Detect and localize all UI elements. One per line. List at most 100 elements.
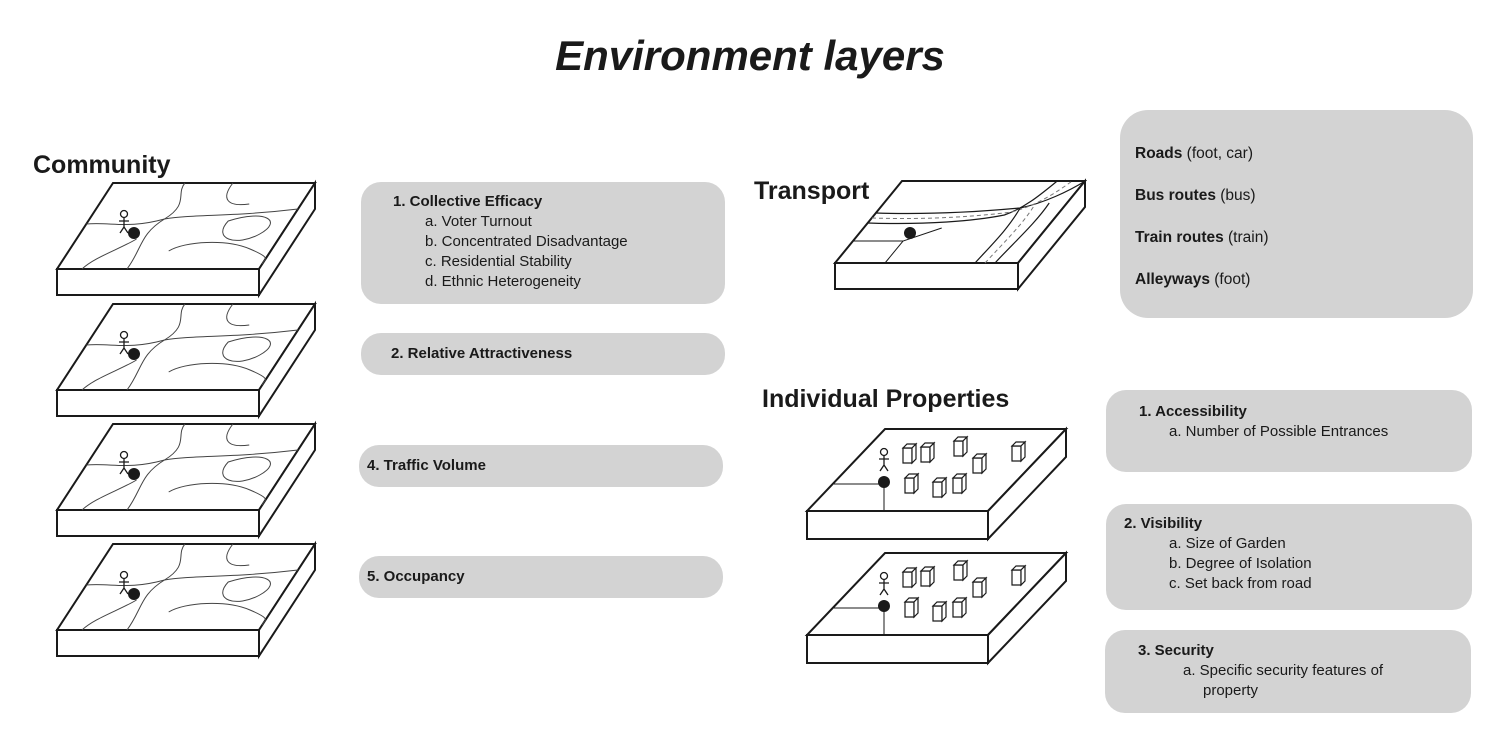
box-item: a. Size of Garden bbox=[1169, 535, 1286, 552]
boundary-line bbox=[164, 569, 299, 581]
road-centre-line bbox=[871, 180, 1073, 220]
building-icon bbox=[919, 441, 936, 464]
transport-box: Roads (foot, car) Bus routes (bus) Train… bbox=[1120, 110, 1473, 318]
individual-properties-heading: Individual Properties bbox=[762, 385, 1010, 413]
road-edge bbox=[867, 180, 1058, 225]
slab-front bbox=[806, 634, 989, 664]
road-edge bbox=[974, 207, 1021, 264]
boundary-line bbox=[164, 208, 299, 220]
boundary-line bbox=[81, 599, 137, 631]
slab-front bbox=[56, 509, 260, 537]
traffic-volume-box: 4. Traffic Volume bbox=[359, 445, 723, 487]
transport-heading: Transport bbox=[754, 177, 870, 205]
building-icon bbox=[951, 472, 968, 495]
building-icon bbox=[903, 596, 920, 619]
box-heading: 3. Security bbox=[1138, 642, 1214, 659]
box-heading: 5. Occupancy bbox=[367, 568, 465, 585]
boundary-line bbox=[86, 459, 165, 467]
boundary-line bbox=[226, 303, 250, 327]
building-icon bbox=[971, 452, 988, 475]
boundary-line bbox=[86, 218, 165, 226]
road-centre-line bbox=[984, 204, 1035, 264]
community-heading: Community bbox=[33, 151, 171, 179]
community-layer-slab bbox=[55, 179, 317, 299]
slab-side bbox=[258, 179, 316, 299]
box-heading: 2. Visibility bbox=[1124, 515, 1203, 532]
property-layer-slab bbox=[804, 426, 1069, 542]
box-heading: 4. Traffic Volume bbox=[367, 457, 486, 474]
location-dot bbox=[128, 588, 140, 600]
building-icon bbox=[951, 596, 968, 619]
slab-side bbox=[987, 426, 1067, 542]
slab-front bbox=[56, 268, 260, 296]
boundary-line bbox=[222, 215, 271, 241]
slab-front bbox=[834, 262, 1019, 290]
box-heading: 2. Relative Attractiveness bbox=[391, 345, 573, 362]
slab-side bbox=[258, 420, 316, 540]
property-layer-slab bbox=[804, 550, 1069, 666]
box-item: a. Specific security features of bbox=[1183, 662, 1384, 679]
boundary-line bbox=[222, 576, 271, 602]
person-icon bbox=[119, 209, 129, 234]
building-icon bbox=[919, 565, 936, 588]
community-layer-slab bbox=[55, 540, 317, 660]
box-item: d. Ethnic Heterogeneity bbox=[425, 273, 581, 290]
slab-side bbox=[258, 300, 316, 420]
boundary-line bbox=[81, 479, 137, 511]
slab-front bbox=[56, 629, 260, 657]
boundary-line bbox=[168, 483, 266, 506]
road-edge bbox=[875, 180, 1086, 215]
road-edge bbox=[994, 202, 1050, 264]
building-icon bbox=[1010, 440, 1027, 463]
box-item: c. Residential Stability bbox=[425, 253, 572, 270]
slab-front bbox=[806, 510, 989, 540]
collective-efficacy-box: 1. Collective Efficacy a. Voter Turnout … bbox=[361, 182, 725, 304]
person-icon bbox=[879, 447, 889, 472]
boundary-line bbox=[226, 543, 250, 567]
relative-attractiveness-box: 2. Relative Attractiveness bbox=[361, 333, 725, 375]
person-icon bbox=[119, 570, 129, 595]
boundary-line bbox=[168, 242, 266, 265]
location-dot bbox=[904, 227, 916, 239]
accessibility-box: 1. Accessibility a. Number of Possible E… bbox=[1106, 390, 1472, 472]
visibility-box: 2. Visibility a. Size of Garden b. Degre… bbox=[1106, 504, 1472, 610]
slab-side bbox=[1017, 178, 1086, 292]
boundary-line bbox=[226, 423, 250, 447]
person-icon bbox=[119, 330, 129, 355]
boundary-line bbox=[168, 603, 266, 626]
transport-item: Train routes (train) bbox=[1135, 229, 1269, 246]
building-icon bbox=[901, 442, 918, 465]
security-box: 3. Security a. Specific security feature… bbox=[1105, 630, 1471, 713]
box-heading: 1. Accessibility bbox=[1139, 403, 1247, 420]
transport-item: Alleyways (foot) bbox=[1135, 271, 1251, 288]
slab-side bbox=[987, 550, 1067, 666]
transport-layer-slab bbox=[832, 178, 1088, 292]
building-icon bbox=[952, 435, 969, 458]
building-icon bbox=[971, 576, 988, 599]
person-icon bbox=[879, 571, 889, 596]
person-icon bbox=[119, 450, 129, 475]
community-layer-slab bbox=[55, 300, 317, 420]
community-layer-slab bbox=[55, 420, 317, 540]
building-icon bbox=[931, 600, 948, 623]
box-heading: 1. Collective Efficacy bbox=[393, 193, 543, 210]
boundary-line bbox=[222, 336, 271, 362]
building-icon bbox=[952, 559, 969, 582]
box-item: c. Set back from road bbox=[1169, 575, 1312, 592]
boundary-line bbox=[222, 456, 271, 482]
box-item: a. Number of Possible Entrances bbox=[1169, 423, 1389, 440]
slab-side bbox=[258, 540, 316, 660]
building-icon bbox=[931, 476, 948, 499]
path-line bbox=[853, 227, 942, 264]
slab-front bbox=[56, 389, 260, 417]
box-item: property bbox=[1203, 682, 1259, 699]
transport-item: Roads (foot, car) bbox=[1135, 145, 1254, 162]
location-dot bbox=[128, 348, 140, 360]
boundary-line bbox=[164, 329, 299, 341]
box-item: a. Voter Turnout bbox=[425, 213, 532, 230]
location-dot bbox=[878, 476, 890, 488]
building-icon bbox=[1010, 564, 1027, 587]
location-dot bbox=[128, 468, 140, 480]
